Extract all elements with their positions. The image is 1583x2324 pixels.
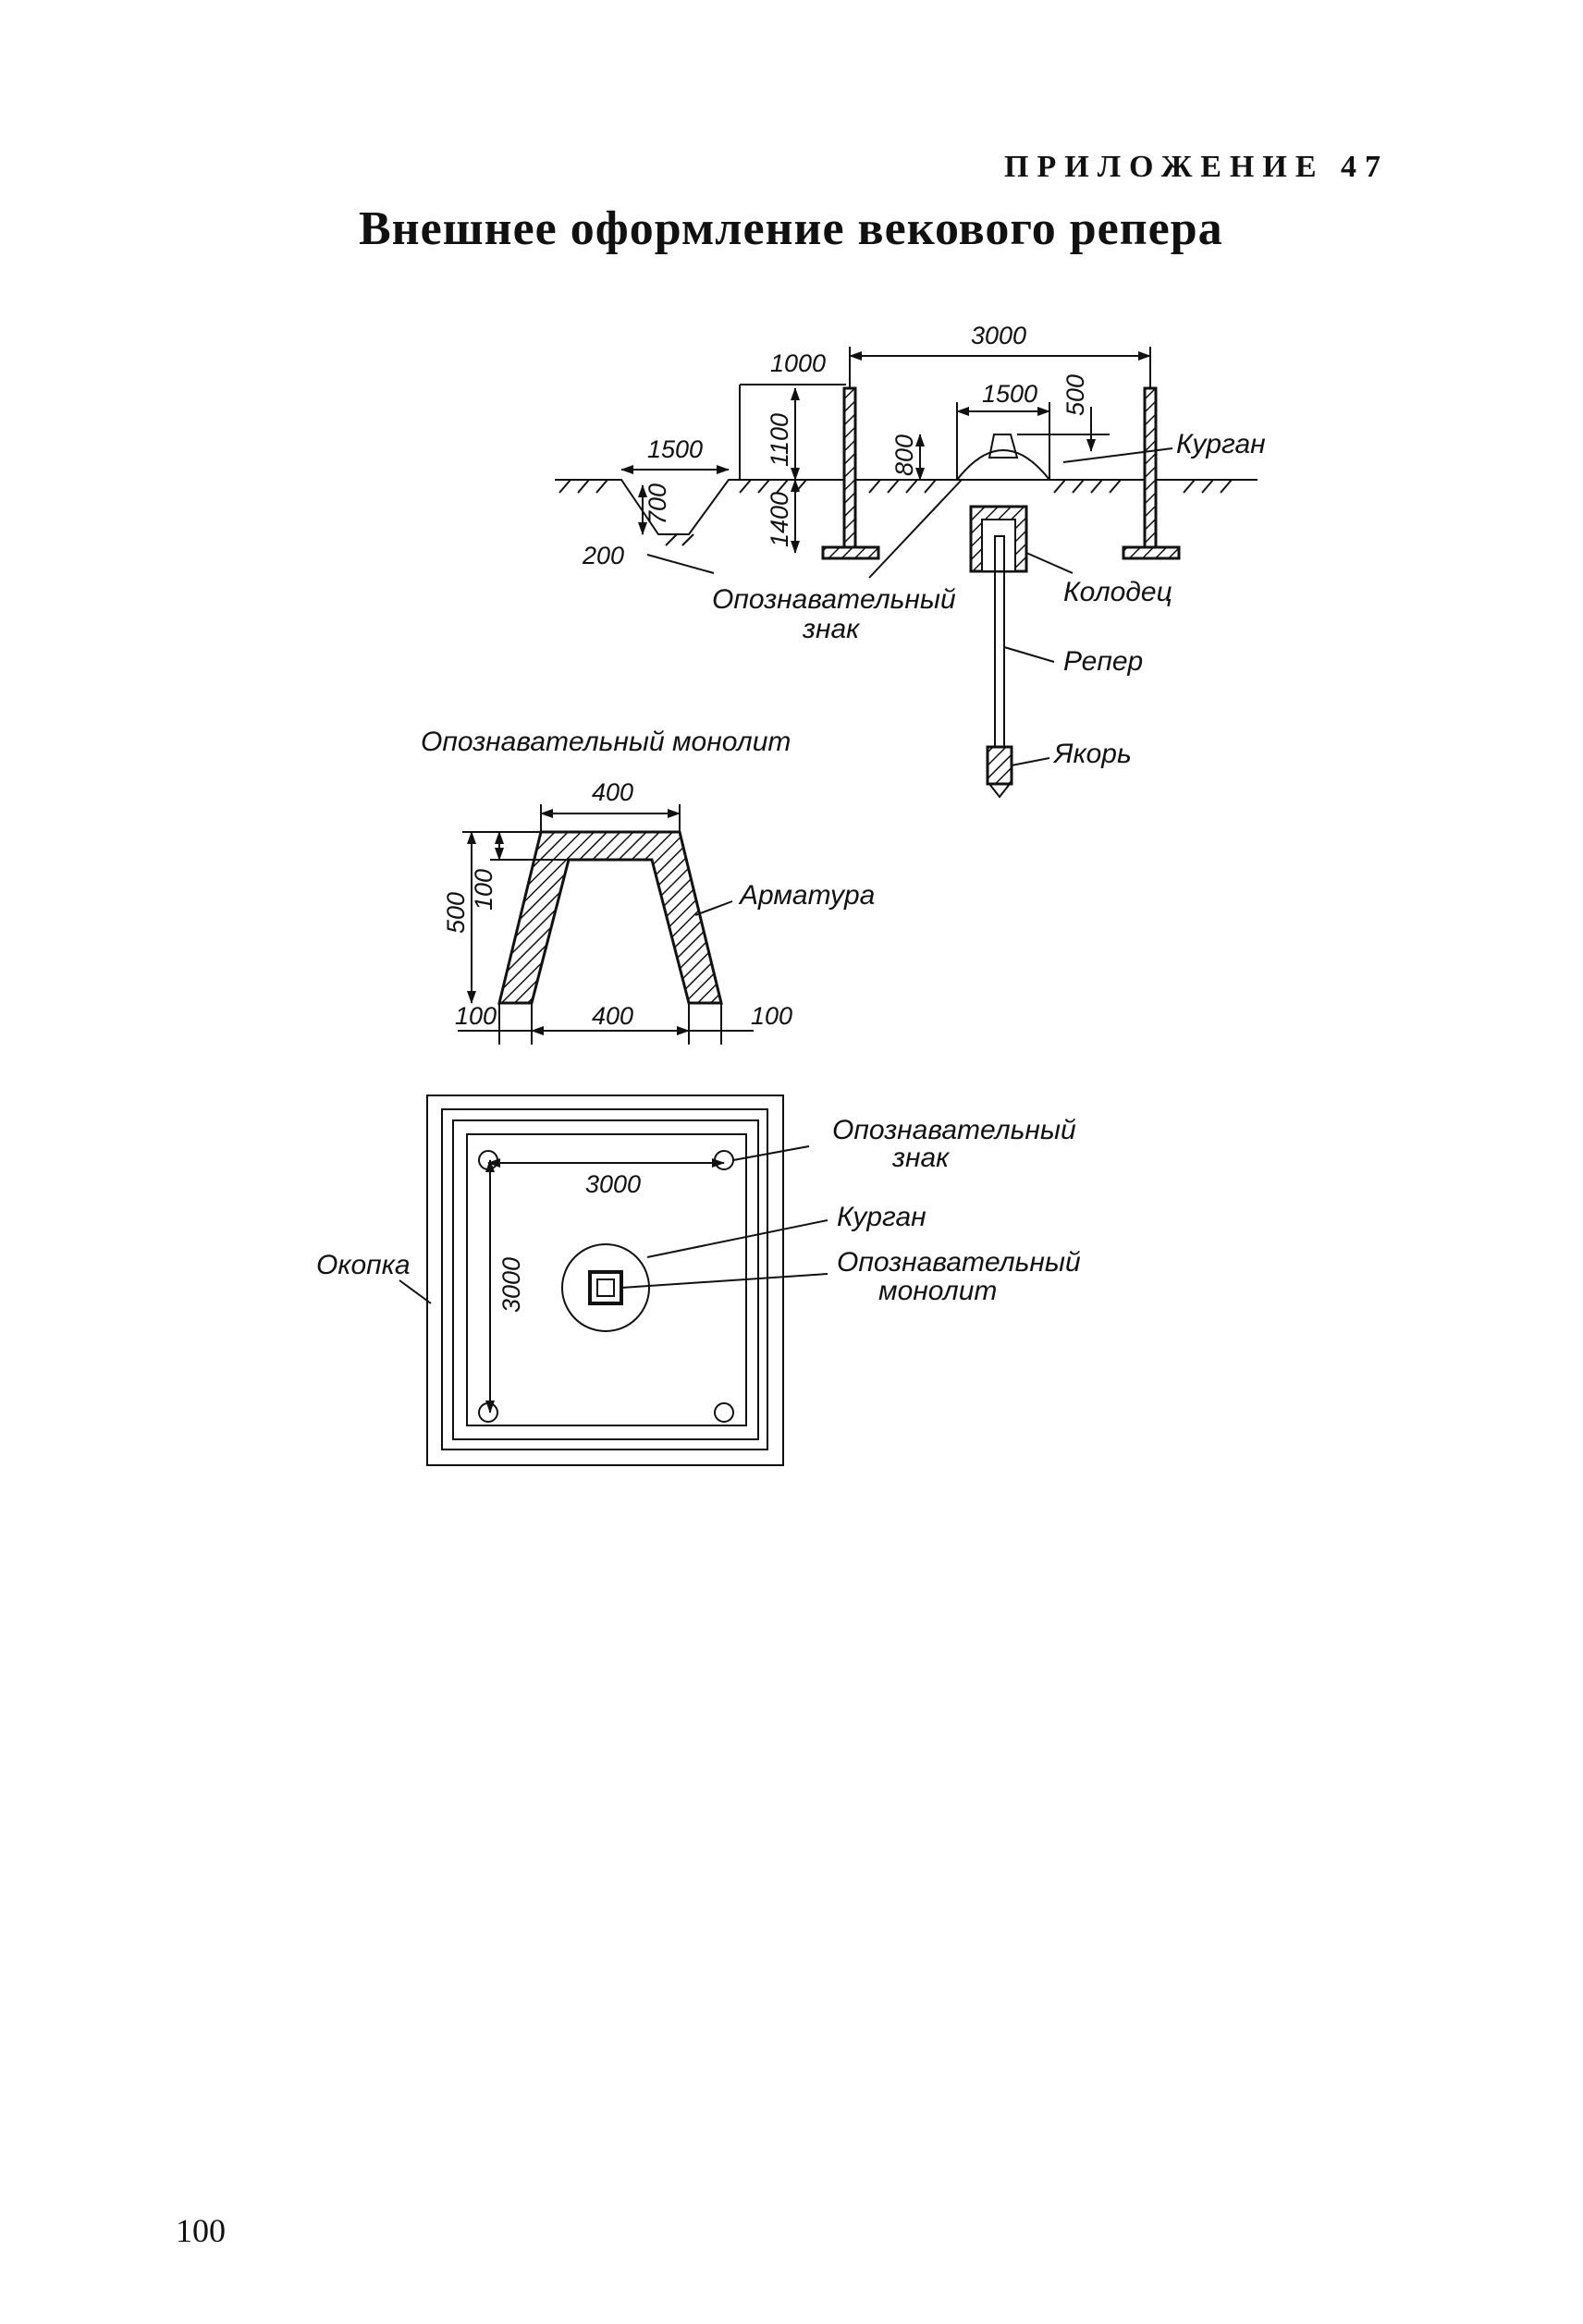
dim-top-400: 400	[592, 778, 633, 806]
plan-sign-2	[714, 1150, 734, 1170]
dim-1400: 1400	[766, 492, 793, 547]
left-post-base	[821, 545, 880, 560]
dim-monolith-100-inner: 100	[470, 869, 497, 911]
plan-sign-4	[714, 1402, 734, 1423]
plan-dim-3000-h: 3000	[585, 1170, 641, 1198]
dim-3000: 3000	[971, 322, 1026, 349]
appendix-label: ПРИЛОЖЕНИЕ 47	[1004, 150, 1389, 184]
dim-200: 200	[582, 542, 624, 569]
plan-label-mound: Курган	[837, 1202, 926, 1232]
label-mound: Курган	[1176, 429, 1266, 459]
page-number: 100	[176, 2212, 226, 2249]
plan-monolith	[588, 1270, 623, 1305]
plan-label-sign-line2: знак	[891, 1143, 951, 1173]
label-sign-line2: знак	[802, 614, 861, 644]
plan-mound	[561, 1243, 650, 1332]
ground-hatching	[558, 479, 1233, 546]
left-sign-post	[842, 386, 857, 549]
plan-view: 3000 3000 Опознавательный знак Курган Оп…	[316, 1095, 1081, 1466]
plan-dim-3000-v: 3000	[497, 1257, 525, 1313]
monolith-view: Опознавательный монолит 400 500 100 100 …	[421, 727, 875, 1045]
plan-label-monolith-line1: Опознавательный	[837, 1247, 1081, 1278]
dim-1100: 1100	[766, 413, 793, 467]
label-benchmark: Репер	[1063, 646, 1143, 677]
mound-monolith	[988, 434, 1019, 459]
monolith-shell	[497, 830, 723, 1005]
plan-label-monolith-line2: монолит	[878, 1276, 997, 1306]
ground-line	[555, 479, 1258, 535]
page-title: Внешнее оформление векового репера	[359, 202, 1223, 255]
dim-800: 800	[890, 434, 918, 476]
dim-1500-ditch: 1500	[647, 435, 703, 463]
anchor	[986, 745, 1013, 786]
dim-monolith-100-left: 100	[455, 1002, 497, 1030]
mound	[956, 449, 1050, 481]
dim-700: 700	[644, 483, 671, 525]
plan-sign-1	[478, 1150, 498, 1170]
right-sign-post	[1143, 386, 1158, 549]
right-post-base	[1122, 545, 1181, 560]
plan-label-sign-line1: Опознавательный	[832, 1115, 1076, 1145]
label-sign-line1: Опознавательный	[712, 584, 956, 615]
dim-1000: 1000	[770, 349, 826, 377]
label-anchor: Якорь	[1052, 739, 1132, 769]
label-well: Колодец	[1063, 577, 1172, 607]
label-armature: Арматура	[738, 880, 875, 911]
plan-label-trench: Окопка	[316, 1250, 411, 1280]
plan-sign-3	[478, 1402, 498, 1423]
dim-1500-mound: 1500	[982, 380, 1037, 408]
monolith-title: Опознавательный монолит	[421, 727, 791, 757]
dim-monolith-400-bottom: 400	[592, 1002, 633, 1030]
section-view: 3000 1000 1100 1400 1500 500 800 1500 70…	[555, 322, 1266, 799]
dim-monolith-100-right: 100	[751, 1002, 792, 1030]
trench-outer	[426, 1095, 784, 1466]
dim-monolith-500: 500	[442, 892, 470, 934]
dim-500: 500	[1061, 374, 1089, 416]
